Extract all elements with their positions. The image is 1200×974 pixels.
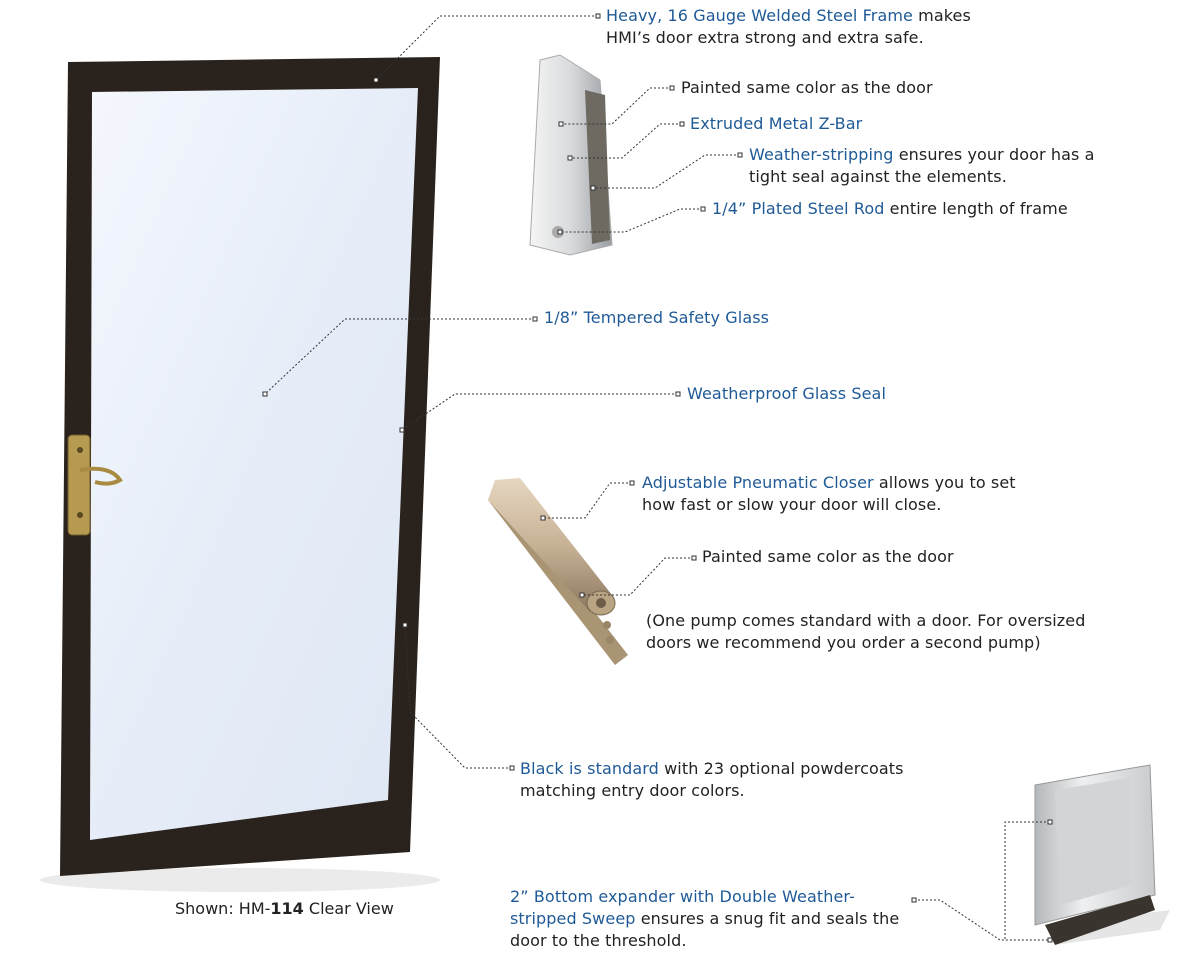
callout-glass: 1/8” Tempered Safety Glass: [544, 308, 770, 327]
callout-color: Black is standard with 23 optional powde…: [520, 759, 904, 800]
leader-lines: [264, 15, 1050, 941]
leader-markers: [262, 13, 1053, 943]
callout-zbar: Extruded Metal Z-Bar: [690, 114, 863, 133]
model-caption: Shown: HM-114 Clear View: [175, 899, 394, 918]
z-bar-image: [529, 54, 613, 256]
callout-painted-closer: Painted same color as the door: [702, 547, 954, 566]
callout-weatherstrip: Weather-stripping ensures your door has …: [749, 145, 1095, 186]
callout-closer: Adjustable Pneumatic Closer allows you t…: [642, 473, 1016, 514]
callout-rod: 1/4” Plated Steel Rod entire length of f…: [712, 199, 1068, 218]
callout-pump-note: (One pump comes standard with a door. Fo…: [646, 611, 1086, 652]
callout-seal: Weatherproof Glass Seal: [687, 384, 887, 403]
pneumatic-closer-image: [488, 478, 628, 665]
bottom-sweep-image: [1034, 764, 1170, 945]
storm-door: [40, 57, 440, 892]
callout-painted-zbar: Painted same color as the door: [681, 78, 933, 97]
callout-frame: Heavy, 16 Gauge Welded Steel Frame makes…: [606, 6, 971, 47]
callout-sweep: 2” Bottom expander with Double Weather-s…: [510, 887, 900, 950]
door-handle: [67, 434, 123, 536]
door-glass: [90, 88, 418, 840]
